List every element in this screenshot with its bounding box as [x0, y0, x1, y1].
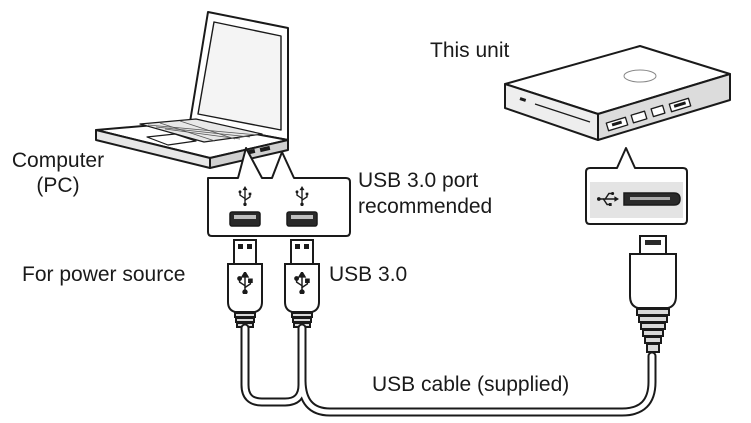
usb30-plug-label: USB 3.0: [329, 263, 408, 286]
usb-a-plug-data: [284, 239, 320, 328]
external-drive-illustration: [504, 45, 731, 141]
usb-cable-label: USB cable (supplied): [372, 373, 570, 396]
computer-label: Computer: [11, 149, 105, 172]
this-unit-label: This unit: [430, 39, 510, 62]
laptop-computer-illustration: [95, 11, 289, 169]
usb-micro-b-plug: [629, 235, 677, 353]
recommended-label: recommended: [358, 195, 493, 218]
usb-y-cable: [240, 323, 657, 417]
pc-label: (PC): [36, 174, 80, 197]
drive-usb-port-callout: [585, 147, 688, 225]
usb-a-plug-power: [227, 239, 263, 328]
usb3-port-label: USB 3.0 port: [358, 169, 479, 192]
pc-usb-ports-callout: [207, 147, 351, 237]
power-source-label: For power source: [22, 263, 186, 286]
